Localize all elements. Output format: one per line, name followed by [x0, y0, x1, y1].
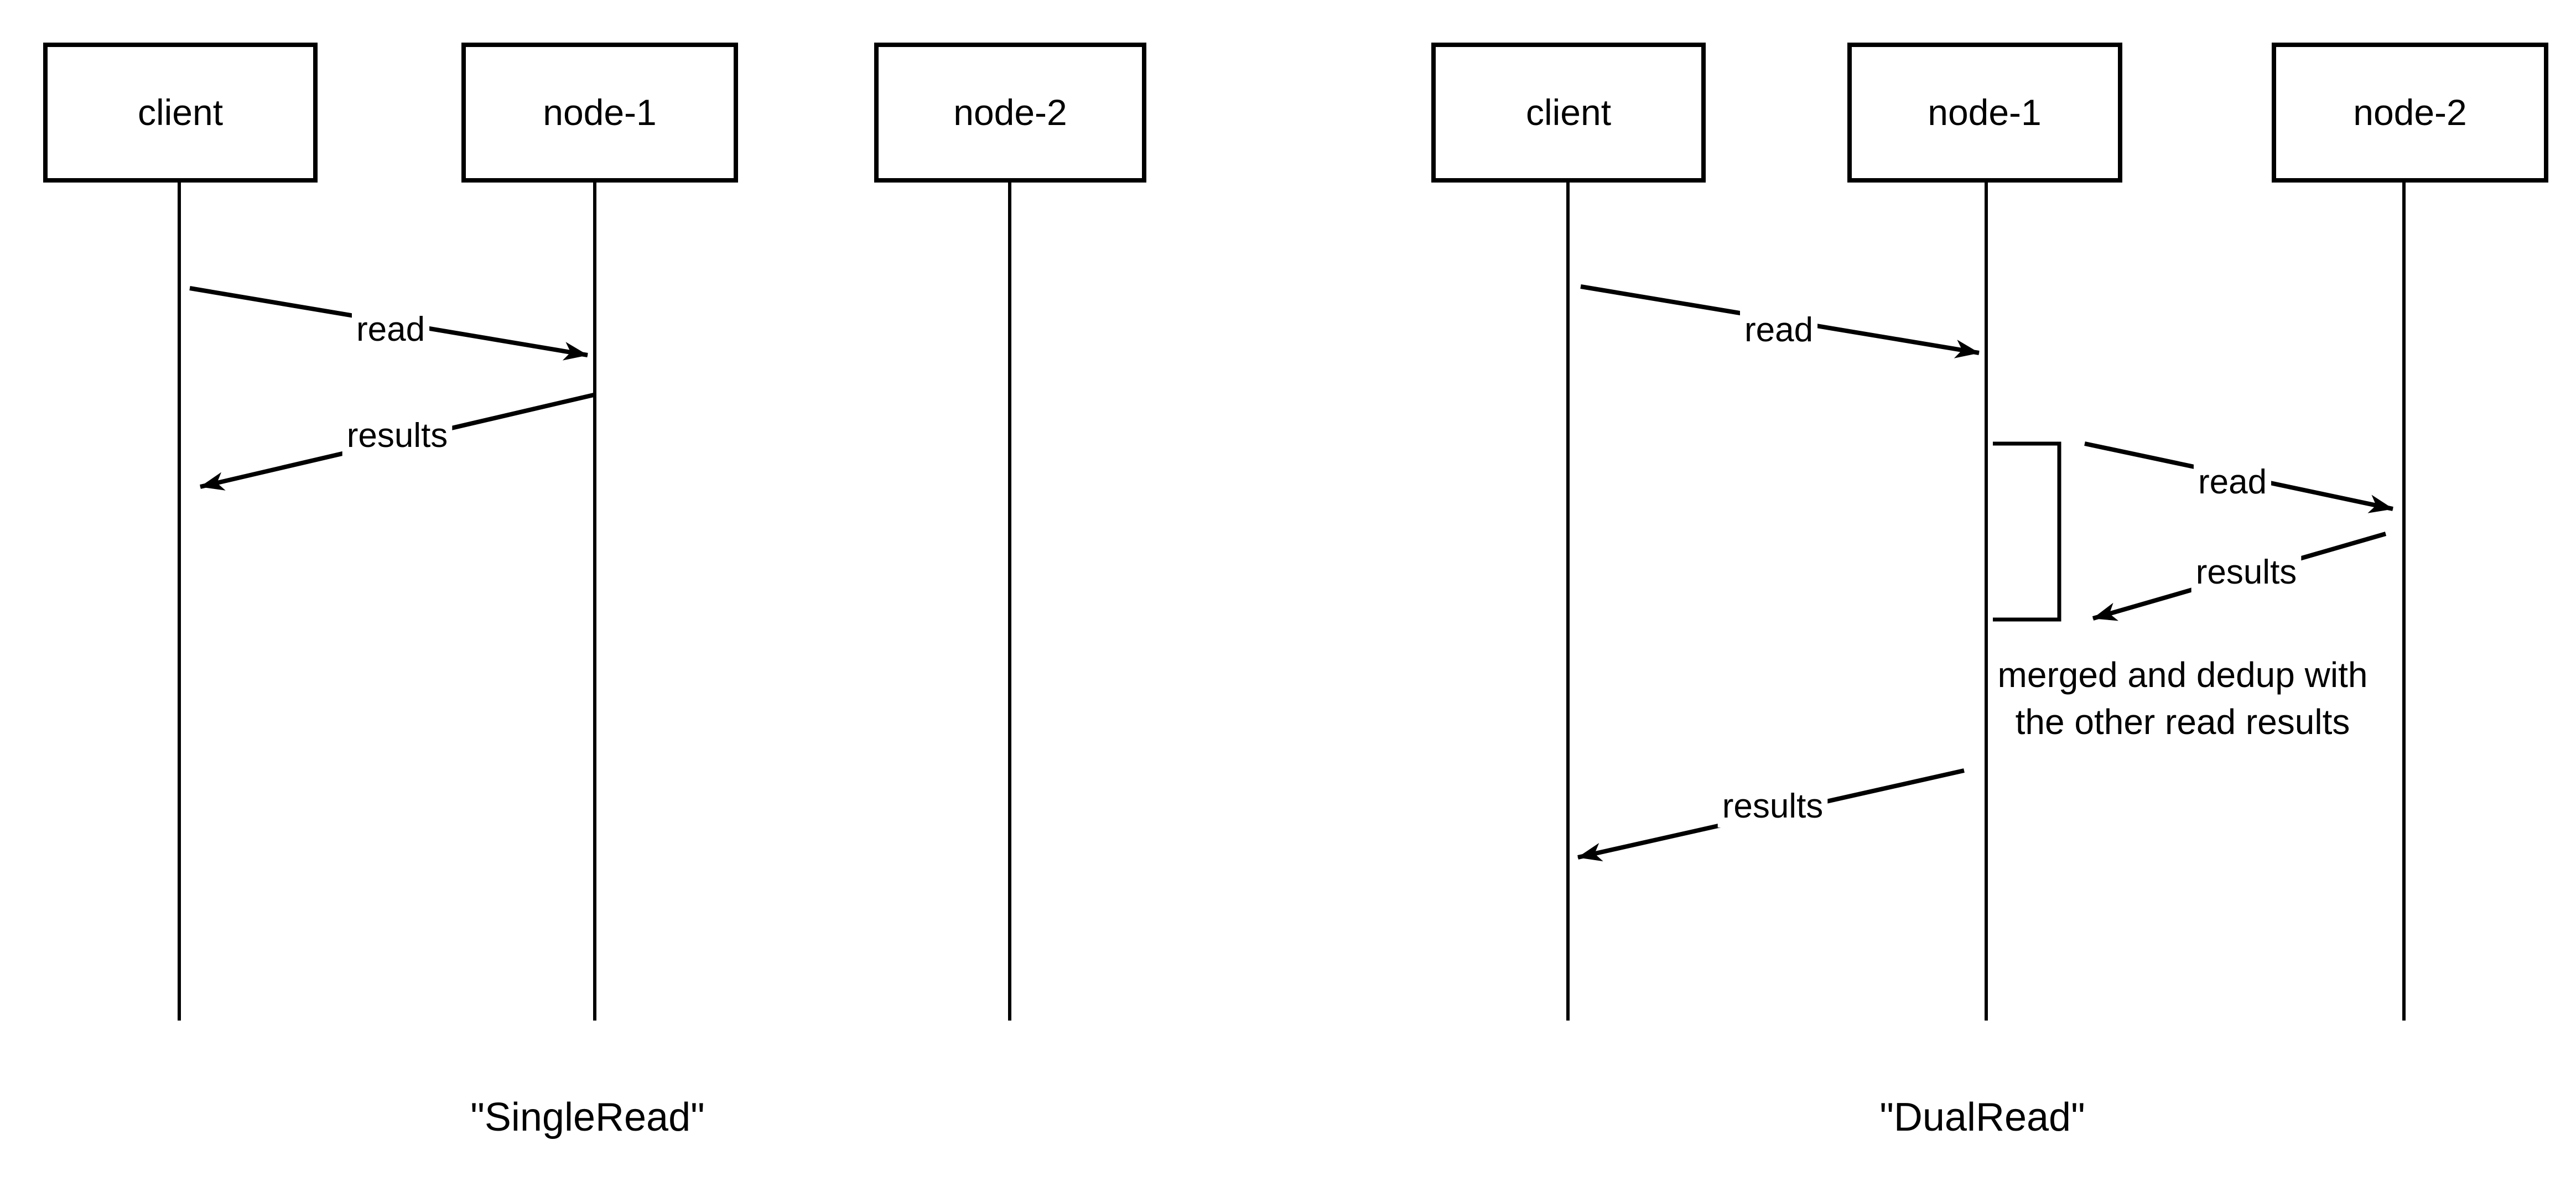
actor-box-node-2 [2272, 43, 2548, 183]
label-background [2193, 461, 2272, 503]
actor-box-node-1 [1847, 43, 2122, 183]
actor-box-node-1 [461, 43, 738, 183]
diagram-title-dualread: "DualRead" [1879, 1095, 2085, 1139]
message-label-read: read [356, 310, 425, 348]
message-label-read-2: read [2198, 463, 2267, 501]
actor-label-client: client [138, 92, 223, 133]
note-merged-dedup-line-1: merged and dedup with [1998, 655, 2368, 695]
diagram-title-singleread: "SingleRead" [470, 1095, 704, 1139]
message-label-results-1: results [2196, 553, 2297, 591]
note-merged-dedup-line-2: the other read results [2016, 702, 2350, 742]
label-background [342, 414, 453, 457]
label-background [1739, 309, 1818, 351]
actor-label-node-1: node-1 [1928, 92, 2042, 133]
actor-box-client [43, 43, 318, 183]
dualread-diagram: client node-1 node-2 read read results m… [1431, 43, 2548, 1139]
message-label-read-1: read [1744, 311, 1813, 349]
actor-label-client: client [1526, 92, 1611, 133]
activation-bracket-node-1 [1993, 441, 2061, 622]
label-background [2191, 551, 2302, 594]
actor-label-node-1: node-1 [543, 92, 657, 133]
actor-box-client [1431, 43, 1706, 183]
singleread-diagram: client node-1 node-2 read results "Singl… [43, 43, 1146, 1139]
actor-label-node-2: node-2 [2353, 92, 2467, 133]
label-background [351, 308, 430, 351]
actor-box-node-2 [874, 43, 1146, 183]
message-label-results-2: results [1722, 787, 1824, 825]
actor-label-node-2: node-2 [953, 92, 1067, 133]
message-label-results: results [347, 417, 448, 455]
label-background [1717, 785, 1828, 828]
